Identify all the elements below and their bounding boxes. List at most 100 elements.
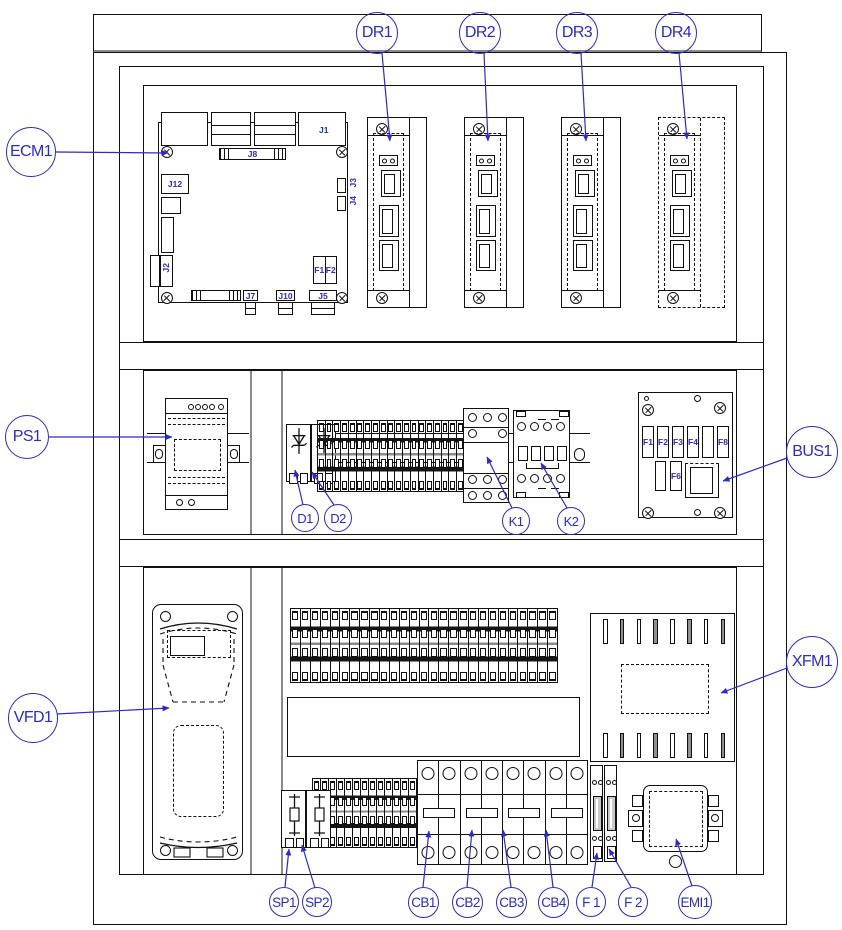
surge-protector-sp1 [281,790,306,848]
bus-screw [714,507,726,519]
ps-terminal [188,404,194,410]
terminal-column [518,609,529,682]
callout-k1: K1 [502,507,530,535]
terminal-column [409,779,416,847]
fh-foot [592,846,602,859]
ps-tab-slot [155,449,163,459]
bus-fuse-f1: F1 [642,426,654,458]
breaker-terminal [506,767,520,780]
emi-stub [708,795,719,807]
bus-block-spare [655,461,666,491]
callout-label: D1 [297,510,313,526]
pin [681,158,686,163]
ps-line [166,495,227,497]
connector-stub [311,302,335,315]
ps-line [166,413,227,415]
terminal-column [350,609,361,682]
terminal-column [311,609,321,682]
contact-dash [551,488,559,490]
drive-module-dr2 [464,117,524,308]
sp-tab [321,838,329,848]
board-block [161,197,181,214]
contact-terminal [482,413,492,422]
terminal-column [321,609,331,682]
module-connector [379,205,399,237]
module-connector [575,170,595,197]
zener-diode-symbol [291,428,307,454]
vent-slot [653,733,658,758]
terminal-strip-2 [290,608,558,683]
ps-terminal [218,404,224,410]
terminal-column [337,779,345,847]
callout-cb3: CB3 [496,887,527,918]
vent-slot [687,733,692,758]
pin [584,158,589,163]
contactor-bracket [526,463,559,469]
contact-terminal [467,475,477,484]
callout-label: DR3 [561,24,593,41]
bus-relay-inner [690,467,713,494]
contact-terminal [497,429,507,438]
terminal-column [341,421,349,491]
terminal-column [380,421,388,491]
breaker-handle [465,808,498,818]
fh-terminal [612,836,617,841]
xfm-label-area [621,664,709,714]
breaker-pole [439,761,461,864]
bus-fuse-f8: F8 [717,426,729,458]
breaker-handle [423,808,455,818]
vent-slot [603,619,608,644]
transformer-xfm1 [590,613,735,762]
ps-dashline [168,483,225,484]
terminal-column [340,609,351,682]
divider-line [281,568,283,874]
terminal-column [548,609,557,682]
fh-terminal [598,780,603,785]
breaker-handles [418,808,587,818]
module-screw [376,292,388,304]
ps-terminal [202,404,208,410]
terminal-column [345,779,353,847]
callout-sp2: SP2 [302,887,332,917]
pin [576,158,581,163]
contactor-pole-window [557,446,567,461]
contact-terminal [467,429,477,438]
terminal-column [449,609,460,682]
ref-bus-f3: F3 [673,437,683,447]
fh-terminal [606,780,611,785]
breaker-pole [482,761,503,864]
terminal-column [457,421,464,491]
emi-stub [708,830,719,842]
ps-dashline [168,477,225,478]
bus-fuse-f6: F6 [670,461,682,491]
terminal-column [489,609,499,682]
d-tab [289,473,298,484]
wire-duct-3 [287,697,580,757]
contact-dash [538,419,546,421]
contact-terminal [467,413,477,422]
callout-label: CB3 [499,895,524,910]
power-supply-ps1 [165,398,228,510]
module-connector [670,205,690,237]
callout-label: CB2 [455,895,480,910]
ref-f2: F2 [325,265,336,275]
ref-j3: J3 [348,178,358,188]
breaker-terminal [506,846,520,859]
module-connector [476,205,496,237]
terminal-column [369,779,377,847]
bus-screw [714,402,726,414]
drive-module-dr1 [367,117,427,308]
fh-terminal [612,780,617,785]
contact-terminal [529,474,539,483]
breaker-terminal [421,767,435,780]
connector-inner [576,244,587,268]
pilot-hole [644,396,649,401]
terminal-column [326,421,334,491]
sp-tab [310,838,319,848]
contact-terminal [542,422,552,431]
terminal-column [357,421,365,491]
contact-terminal [482,491,492,500]
ref-j10: J10 [278,290,293,301]
callout-cb2: CB2 [452,887,483,918]
terminal-column [499,609,509,682]
